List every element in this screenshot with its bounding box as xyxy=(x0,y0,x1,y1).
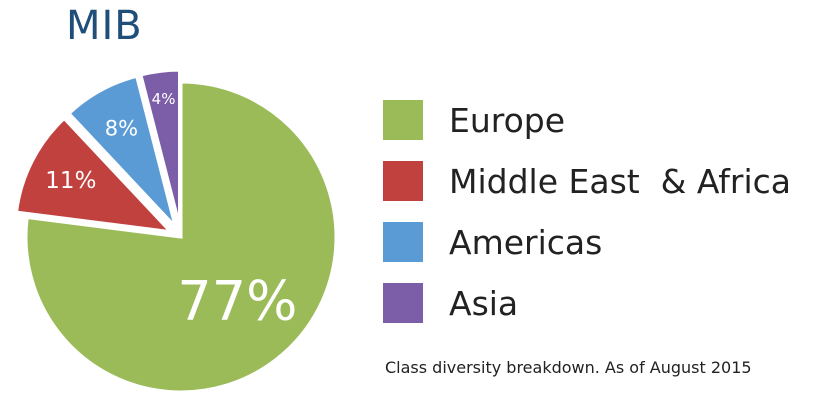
legend-swatch-europe xyxy=(383,100,423,140)
pie-slice-americas xyxy=(66,74,177,228)
chart-caption: Class diversity breakdown. As of August … xyxy=(385,358,752,377)
legend-item-middle-east-africa: Middle East & Africa xyxy=(383,157,791,205)
page-title: MIB xyxy=(66,3,143,49)
legend-swatch-americas xyxy=(383,222,423,262)
pie-slice-middle-east-africa xyxy=(14,116,175,234)
legend-label-americas: Americas xyxy=(449,222,603,262)
legend-label-middle-east-africa: Middle East & Africa xyxy=(449,161,792,201)
legend-label-asia: Asia xyxy=(449,283,519,323)
legend-swatch-asia xyxy=(383,283,423,323)
legend-swatch-middle-east-africa xyxy=(383,161,423,201)
pie-label-asia: 4% xyxy=(152,90,176,108)
legend-item-asia: Asia xyxy=(383,279,791,327)
pie-slice-asia xyxy=(139,68,181,226)
legend-item-europe: Europe xyxy=(383,96,791,144)
pie-slice-europe xyxy=(24,80,338,394)
legend-label-europe: Europe xyxy=(449,100,566,140)
pie-label-middle-east-africa: 11% xyxy=(45,168,96,194)
legend-item-americas: Americas xyxy=(383,218,791,266)
pie-chart: 77% 11% 8% 4% xyxy=(14,68,338,394)
pie-label-americas: 8% xyxy=(105,117,138,141)
pie-label-europe: 77% xyxy=(177,269,297,332)
legend: Europe Middle East & Africa Americas Asi… xyxy=(383,96,791,340)
